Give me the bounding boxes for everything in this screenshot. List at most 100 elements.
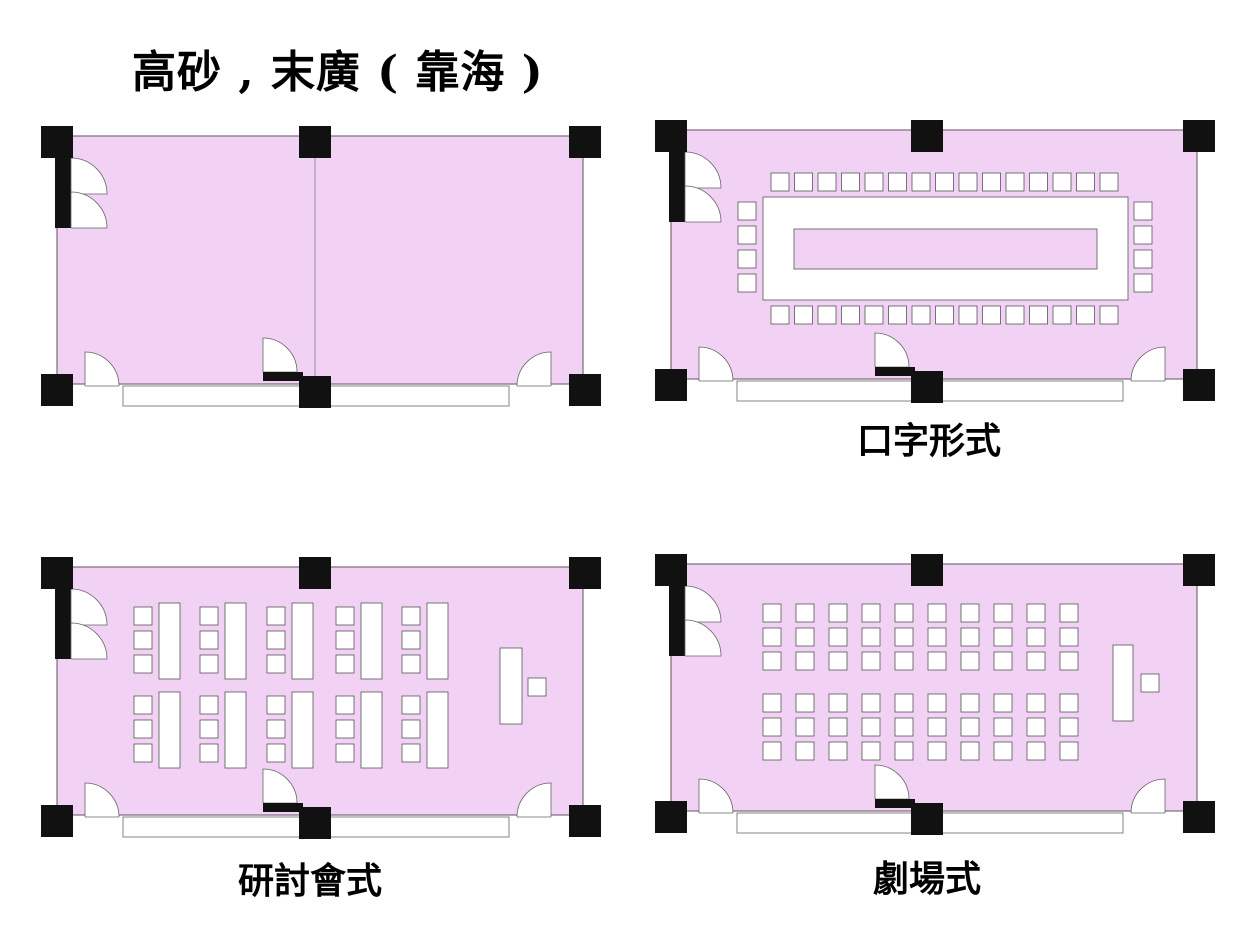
chair bbox=[1076, 305, 1095, 325]
door-swing bbox=[1130, 346, 1166, 382]
chair bbox=[133, 630, 153, 650]
chair bbox=[199, 654, 219, 674]
chair bbox=[1029, 172, 1048, 192]
theater-seat bbox=[762, 627, 782, 647]
plan-theater-layout bbox=[655, 554, 1215, 835]
chair bbox=[335, 743, 355, 763]
theater-seat bbox=[894, 651, 914, 671]
theater-seat bbox=[861, 627, 881, 647]
door-swing bbox=[70, 588, 108, 626]
chair bbox=[199, 606, 219, 626]
wall-segment bbox=[669, 582, 685, 656]
chair bbox=[888, 172, 907, 192]
door-swing bbox=[1130, 778, 1166, 814]
chair bbox=[401, 743, 421, 763]
pillar bbox=[41, 126, 73, 158]
pillar bbox=[911, 803, 943, 835]
chair bbox=[794, 305, 813, 325]
door-swing bbox=[516, 782, 552, 818]
theater-seat bbox=[828, 717, 848, 737]
chair bbox=[1133, 249, 1153, 269]
pillar bbox=[569, 557, 601, 589]
theater-seat bbox=[960, 693, 980, 713]
pillar bbox=[569, 805, 601, 837]
pillar bbox=[41, 805, 73, 837]
chair bbox=[335, 630, 355, 650]
theater-seat bbox=[993, 741, 1013, 761]
speaker-chair bbox=[1140, 673, 1160, 693]
theater-seat bbox=[762, 651, 782, 671]
plan-empty-room bbox=[41, 126, 601, 408]
chair bbox=[133, 654, 153, 674]
theater-seat bbox=[795, 693, 815, 713]
chair bbox=[199, 743, 219, 763]
pillar bbox=[655, 554, 687, 586]
pillar bbox=[655, 801, 687, 833]
chair bbox=[982, 172, 1001, 192]
desk bbox=[360, 602, 383, 680]
desk bbox=[426, 602, 449, 680]
theater-seat bbox=[1059, 627, 1079, 647]
pillar bbox=[41, 374, 73, 406]
chair bbox=[199, 719, 219, 739]
chair bbox=[888, 305, 907, 325]
chair bbox=[864, 305, 884, 325]
pillar bbox=[569, 126, 601, 158]
theater-seat bbox=[927, 693, 947, 713]
theater-seat bbox=[894, 627, 914, 647]
pillar bbox=[911, 554, 943, 586]
chair bbox=[266, 695, 286, 715]
pillar bbox=[1183, 120, 1215, 152]
theater-seat bbox=[993, 693, 1013, 713]
chair bbox=[1099, 305, 1119, 325]
theater-seat bbox=[1026, 651, 1046, 671]
chair bbox=[1005, 305, 1025, 325]
pillar bbox=[1183, 369, 1215, 401]
desk bbox=[158, 602, 181, 680]
caption-ushape: 口字形式 bbox=[857, 420, 1002, 462]
theater-seat bbox=[762, 603, 782, 623]
chair bbox=[266, 743, 286, 763]
theater-seat bbox=[828, 603, 848, 623]
pillar bbox=[299, 126, 331, 158]
chair bbox=[737, 225, 757, 245]
theater-seat bbox=[960, 603, 980, 623]
chair bbox=[335, 654, 355, 674]
page-title: 高砂 , 末廣 ( 靠海 ) bbox=[132, 47, 544, 98]
theater-seat bbox=[1026, 627, 1046, 647]
chair bbox=[266, 606, 286, 626]
chair bbox=[817, 305, 837, 325]
theater-seat bbox=[861, 603, 881, 623]
lectern-table bbox=[499, 647, 523, 725]
chair bbox=[401, 606, 421, 626]
door-swing bbox=[684, 619, 722, 657]
chair bbox=[817, 172, 837, 192]
pillar bbox=[299, 807, 331, 839]
door-swing bbox=[70, 191, 108, 229]
door-swing bbox=[516, 351, 552, 387]
theater-seat bbox=[762, 741, 782, 761]
chair bbox=[911, 305, 931, 325]
caption-classroom: 研討會式 bbox=[238, 860, 383, 902]
chair bbox=[401, 630, 421, 650]
theater-seat bbox=[861, 741, 881, 761]
chair bbox=[841, 305, 860, 325]
theater-seat bbox=[894, 717, 914, 737]
chair bbox=[266, 654, 286, 674]
desk bbox=[291, 691, 314, 769]
chair bbox=[1052, 305, 1072, 325]
desk bbox=[224, 691, 247, 769]
speaker-chair bbox=[527, 677, 547, 697]
chair bbox=[133, 606, 153, 626]
theater-seat bbox=[1026, 693, 1046, 713]
theater-seat bbox=[795, 741, 815, 761]
chair bbox=[935, 305, 954, 325]
door-swing bbox=[698, 346, 734, 382]
theater-seat bbox=[861, 693, 881, 713]
theater-seat bbox=[960, 651, 980, 671]
theater-seat bbox=[828, 693, 848, 713]
chair bbox=[770, 305, 790, 325]
theater-seat bbox=[960, 717, 980, 737]
